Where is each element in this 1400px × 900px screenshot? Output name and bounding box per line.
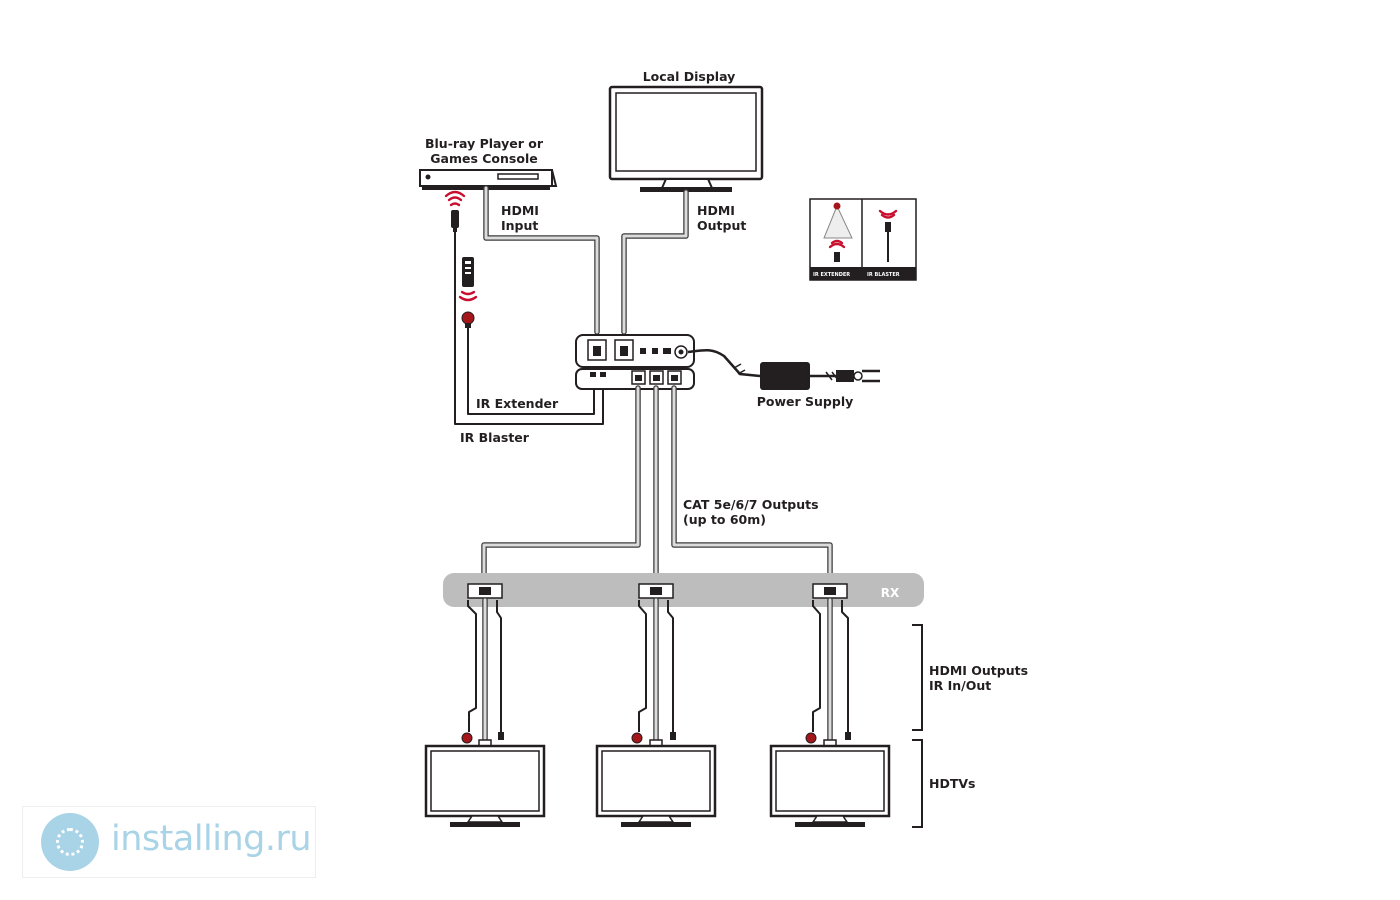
local-display-label: Local Display xyxy=(643,69,736,84)
cat-outputs-label-line1: CAT 5e/6/7 Outputs xyxy=(683,497,819,512)
power-supply-label: Power Supply xyxy=(757,394,854,409)
remote-control-icon xyxy=(458,257,478,302)
hdmi-output-label-line1: HDMI xyxy=(697,203,735,218)
hdtv-1 xyxy=(424,744,546,827)
hdmi-output-label-line2: Output xyxy=(697,218,746,233)
ir-extender-label: IR Extender xyxy=(476,396,559,411)
bracket-hdmi-outputs xyxy=(912,624,923,731)
bluray-label-line2: Games Console xyxy=(430,151,537,166)
hdmi-outputs-label-line1: HDMI Outputs xyxy=(929,663,1028,678)
watermark: installing.ru xyxy=(22,806,316,878)
power-supply-cable xyxy=(687,349,839,381)
rx1-connections xyxy=(461,597,516,763)
rx-receiver-bar xyxy=(443,573,924,607)
hdmi-input-label-line2: Input xyxy=(501,218,538,233)
bracket-hdtvs xyxy=(912,739,923,828)
hdtvs-label: HDTVs xyxy=(929,776,975,791)
rx-port-2 xyxy=(638,583,674,599)
local-display xyxy=(608,85,764,192)
hdmi-splitter-unit xyxy=(575,334,695,390)
hdtv-3 xyxy=(769,744,891,827)
rx-port-1 xyxy=(467,583,503,599)
bluray-label-line1: Blu-ray Player or xyxy=(425,136,544,151)
legend-ir-extender-text: IR EXTENDER xyxy=(813,272,850,278)
rx-label: RX xyxy=(881,586,900,600)
power-adapter-icon xyxy=(760,362,880,390)
rx-port-3 xyxy=(812,583,848,599)
ir-blaster-label: IR Blaster xyxy=(460,430,530,445)
ir-blaster-icon xyxy=(444,190,466,232)
hdmi-input-label-line1: HDMI xyxy=(501,203,539,218)
rx2-connections xyxy=(631,597,686,763)
hdmi-input-cable xyxy=(483,185,600,335)
hdtv-2 xyxy=(595,744,717,827)
ir-legend-box xyxy=(809,198,917,281)
ir-extender-eye-icon xyxy=(461,311,475,328)
installing-logo-icon xyxy=(41,813,99,871)
cat-outputs-label-line2: (up to 60m) xyxy=(683,512,766,527)
cat-cable-left xyxy=(481,385,641,591)
watermark-text: installing.ru xyxy=(111,819,312,859)
cat-cable-right xyxy=(671,385,833,591)
hdmi-output-cable xyxy=(621,189,689,335)
rx3-connections xyxy=(805,597,859,763)
legend-ir-blaster-text: IR BLASTER xyxy=(867,272,900,278)
hdmi-outputs-label-line2: IR In/Out xyxy=(929,678,991,693)
